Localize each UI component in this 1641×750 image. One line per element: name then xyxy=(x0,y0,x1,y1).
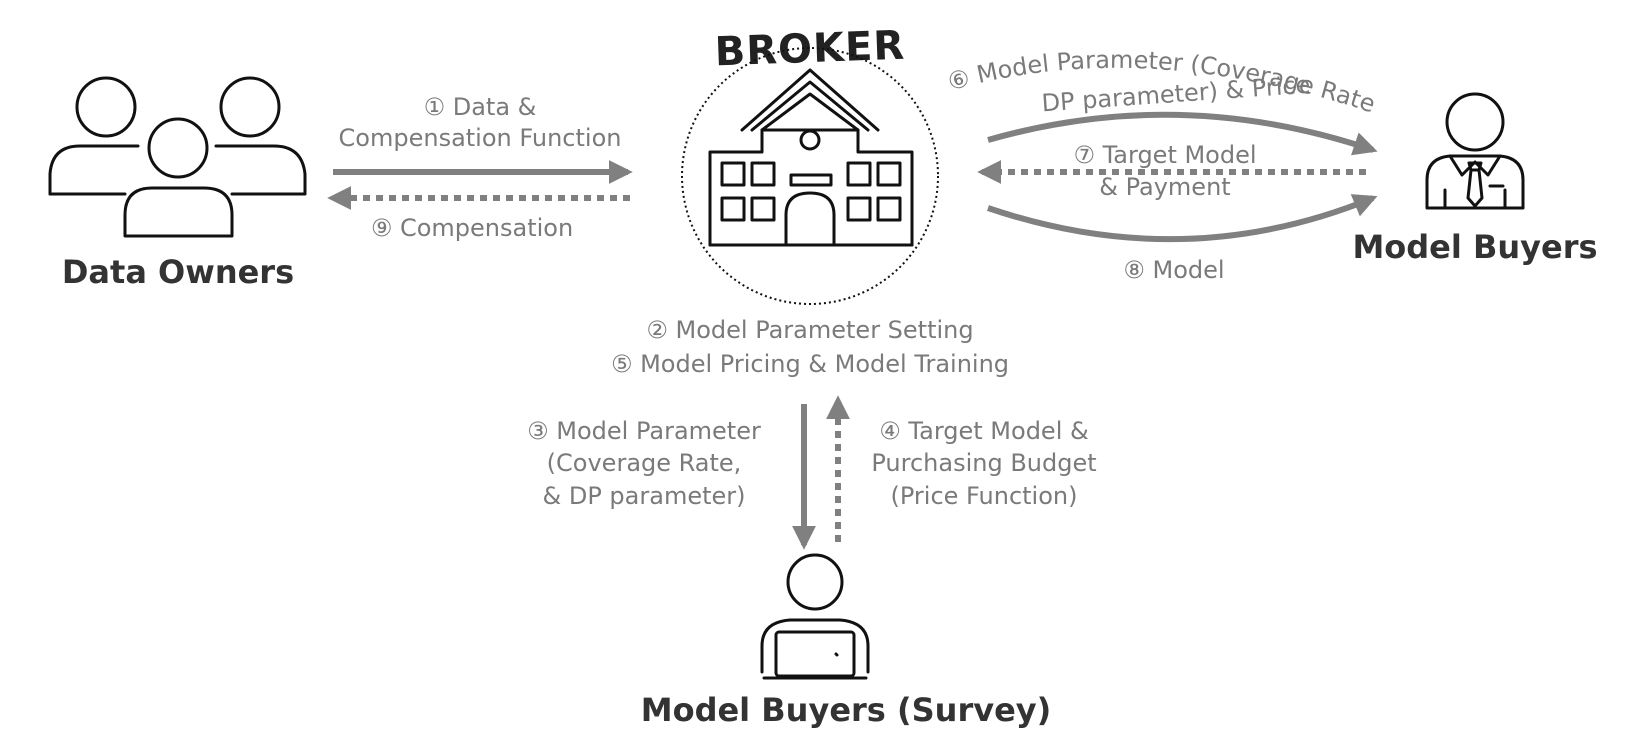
step6-line2: DP parameter) & Price xyxy=(1041,71,1311,118)
step4-line1: ④ Target Model & xyxy=(879,417,1088,445)
broker-building-icon xyxy=(708,68,914,247)
step7-line1: ⑦ Target Model xyxy=(1073,141,1256,169)
step4-line3: (Price Function) xyxy=(891,482,1078,510)
step8-label: ⑧ Model xyxy=(1123,256,1224,284)
model-buyers-survey-label: Model Buyers (Survey) xyxy=(641,691,1052,729)
step1-line2: Compensation Function xyxy=(339,124,622,152)
model-buyers-icon xyxy=(1425,92,1525,210)
broker-title: BROKER xyxy=(714,23,906,76)
model-buyers-survey-icon xyxy=(760,553,870,680)
data-owners-label: Data Owners xyxy=(62,253,294,291)
step3-line2: (Coverage Rate, xyxy=(547,449,742,477)
step4-line2: Purchasing Budget xyxy=(871,449,1096,477)
step9-label: ⑨ Compensation xyxy=(371,214,573,242)
model-buyers-label: Model Buyers xyxy=(1352,228,1597,266)
step1-line1: ① Data & xyxy=(424,93,537,121)
step7-line2: & Payment xyxy=(1099,173,1230,201)
arrow-model-parameter-to-buyers xyxy=(987,111,1378,156)
step5-label: ⑤ Model Pricing & Model Training xyxy=(611,350,1009,378)
broker-circle xyxy=(681,47,939,305)
arrow-model-to-buyers xyxy=(987,194,1378,243)
step2-label: ② Model Parameter Setting xyxy=(646,316,973,344)
data-owners-icon xyxy=(48,76,307,238)
step3-line1: ③ Model Parameter xyxy=(527,417,761,445)
step3-line3: & DP parameter) xyxy=(543,482,746,510)
